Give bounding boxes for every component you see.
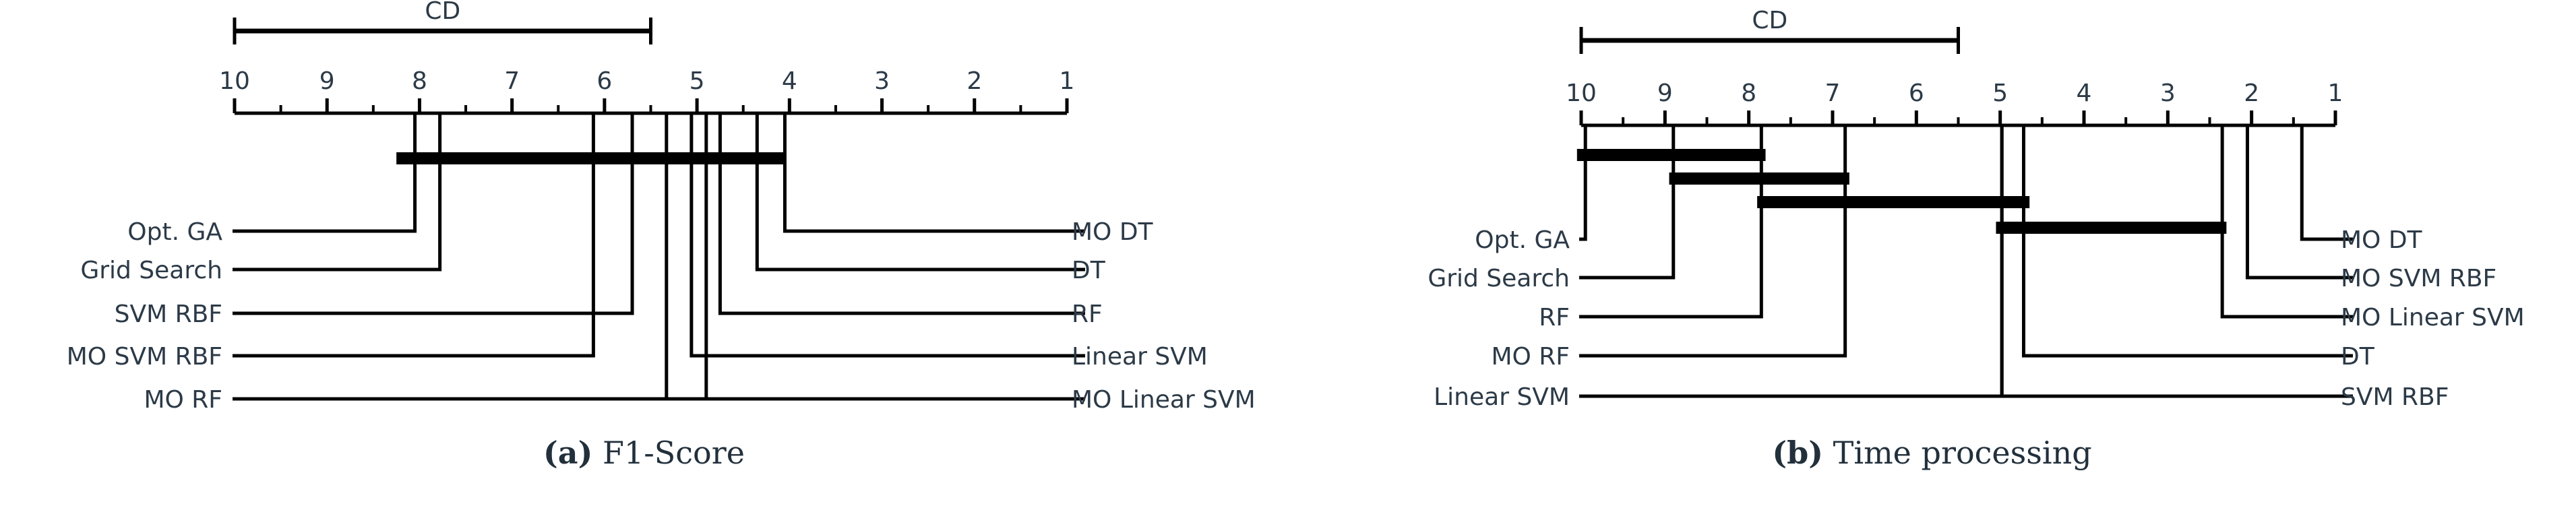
method-label-b-0: Opt. GA bbox=[1475, 226, 1570, 254]
method-label-a-8: Linear SVM bbox=[1072, 343, 1208, 371]
rank-connector-a-3 bbox=[233, 113, 595, 358]
method-label-a-6: DT bbox=[1072, 257, 1106, 284]
method-label-b-3: MO RF bbox=[1491, 343, 1570, 371]
rank-connector-a-8 bbox=[689, 113, 1085, 358]
rank-connector-a-7 bbox=[718, 113, 1085, 315]
rank-connector-b-1 bbox=[1579, 125, 1676, 280]
panel-a-caption-letter: (a) bbox=[543, 435, 593, 471]
axis-tick-label-b-6: 6 bbox=[1909, 80, 1924, 107]
rank-connector-b-6 bbox=[2245, 125, 2353, 280]
method-label-a-9: MO Linear SVM bbox=[1072, 386, 1256, 414]
rank-connector-a-2 bbox=[233, 113, 634, 315]
rank-connector-b-0 bbox=[1579, 125, 1587, 241]
method-label-b-4: Linear SVM bbox=[1434, 383, 1570, 411]
axis-tick-label-a-10: 10 bbox=[219, 67, 250, 95]
panel-a-caption: (a) F1-Score bbox=[0, 435, 1288, 471]
method-label-a-7: RF bbox=[1072, 301, 1103, 328]
rank-connector-a-1 bbox=[233, 113, 442, 272]
method-label-a-2: SVM RBF bbox=[115, 301, 222, 328]
panel-b-caption-letter: (b) bbox=[1772, 435, 1824, 471]
panel-a-caption-text: F1-Score bbox=[603, 435, 745, 471]
method-label-b-7: MO Linear SVM bbox=[2341, 304, 2525, 331]
axis-tick-label-b-7: 7 bbox=[1825, 80, 1841, 107]
panel-b-caption: (b) Time processing bbox=[1288, 435, 2576, 471]
axis-tick-label-a-8: 8 bbox=[412, 67, 427, 95]
rank-connector-a-9 bbox=[665, 113, 1085, 401]
cd-span-label-a: CD bbox=[425, 0, 460, 25]
method-label-b-2: RF bbox=[1539, 304, 1570, 331]
axis-tick-label-a-4: 4 bbox=[782, 67, 797, 95]
rank-connector-b-2 bbox=[1579, 125, 1763, 319]
method-label-a-0: Opt. GA bbox=[127, 218, 222, 246]
axis-tick-label-b-10: 10 bbox=[1566, 80, 1597, 107]
rank-connector-a-5 bbox=[783, 113, 1085, 233]
rank-connector-a-6 bbox=[755, 113, 1085, 272]
axis-tick-label-a-6: 6 bbox=[596, 67, 612, 95]
axis-tick-label-b-4: 4 bbox=[2077, 80, 2092, 107]
axis-tick-label-b-1: 1 bbox=[2328, 80, 2343, 107]
axis-tick-label-a-2: 2 bbox=[967, 67, 982, 95]
method-label-a-4: MO RF bbox=[144, 386, 222, 414]
cd-span-label-b: CD bbox=[1752, 7, 1787, 34]
axis-tick-label-b-9: 9 bbox=[1657, 80, 1673, 107]
axis-tick-label-b-3: 3 bbox=[2160, 80, 2176, 107]
axis-tick-label-b-8: 8 bbox=[1741, 80, 1756, 107]
method-label-b-9: SVM RBF bbox=[2341, 383, 2449, 411]
rank-connector-a-0 bbox=[233, 113, 417, 233]
method-label-a-5: MO DT bbox=[1072, 218, 1154, 246]
axis-tick-label-a-1: 1 bbox=[1060, 67, 1075, 95]
axis-tick-label-a-5: 5 bbox=[689, 67, 705, 95]
method-label-b-8: DT bbox=[2341, 343, 2375, 371]
axis-tick-label-a-7: 7 bbox=[504, 67, 520, 95]
rank-connector-b-5 bbox=[2300, 125, 2353, 241]
axis-tick-label-b-2: 2 bbox=[2244, 80, 2259, 107]
rank-connector-b-9 bbox=[2000, 125, 2353, 398]
panel-b-caption-text: Time processing bbox=[1833, 435, 2092, 471]
method-label-b-6: MO SVM RBF bbox=[2341, 265, 2496, 292]
axis-tick-label-a-3: 3 bbox=[874, 67, 890, 95]
method-label-b-5: MO DT bbox=[2341, 226, 2423, 254]
axis-tick-label-b-5: 5 bbox=[1992, 80, 2008, 107]
method-label-a-3: MO SVM RBF bbox=[67, 343, 222, 371]
method-label-b-1: Grid Search bbox=[1428, 265, 1570, 292]
method-label-a-1: Grid Search bbox=[80, 257, 222, 284]
axis-tick-label-a-9: 9 bbox=[319, 67, 335, 95]
rank-connector-b-7 bbox=[2220, 125, 2353, 319]
